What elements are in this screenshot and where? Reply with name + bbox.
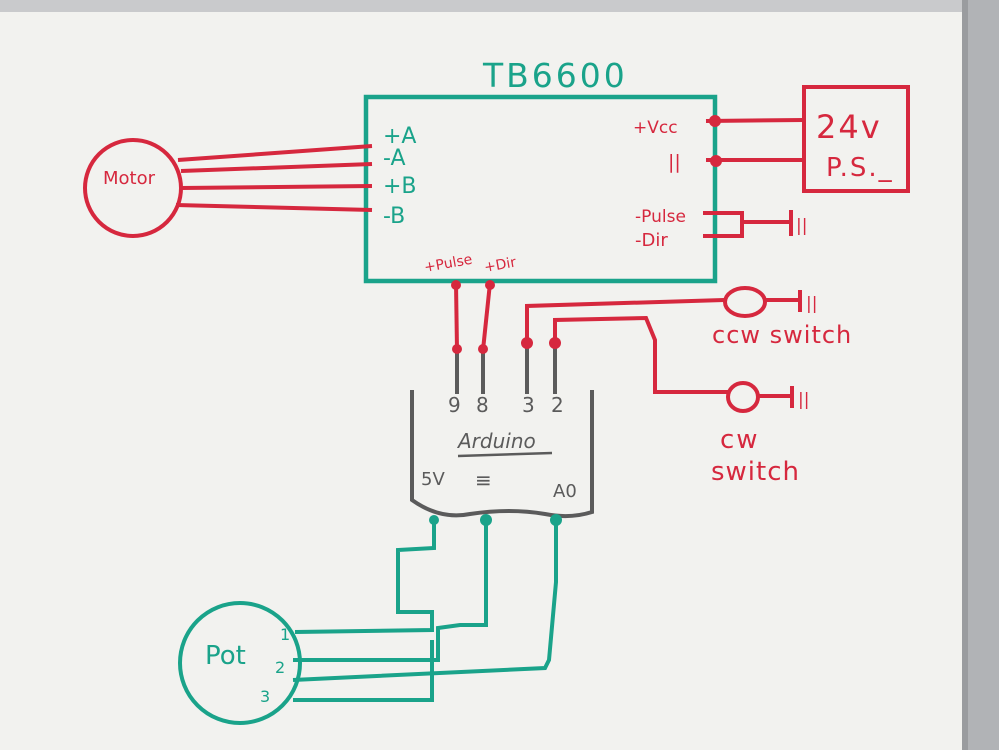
pot-pin-3: 3 xyxy=(260,687,270,706)
arduino-pin-2: 2 xyxy=(551,393,564,417)
a0-node xyxy=(550,514,562,526)
ccw-switch-circle xyxy=(723,286,767,318)
pot-wires xyxy=(292,520,558,702)
arduino-pin-3: 3 xyxy=(522,393,535,417)
dir-bottom-node xyxy=(478,344,488,354)
cw-switch-label-line1: cw xyxy=(720,425,760,455)
cw-switch-circle xyxy=(726,381,760,413)
board-frame-top xyxy=(0,0,962,12)
pin-plus-a: +A xyxy=(383,124,416,149)
pulse-bottom-node xyxy=(452,344,462,354)
signal-ground-wires xyxy=(703,210,793,238)
motor-wires xyxy=(175,144,373,212)
arduino-a0-label: A0 xyxy=(553,481,577,502)
pin-minus-pulse: -Pulse xyxy=(635,207,686,227)
board-frame-right xyxy=(962,0,999,750)
arduino-label: Arduino xyxy=(456,429,536,453)
pot-pin-2: 2 xyxy=(275,658,285,677)
pin-plus-b: +B xyxy=(383,174,417,199)
power-supply-box xyxy=(802,85,910,193)
ccw-ground-symbol: || xyxy=(806,294,817,314)
driver-title: TB6600 xyxy=(482,56,628,95)
switch-wires xyxy=(525,290,802,408)
ps-label-voltage: 24v xyxy=(816,108,882,146)
arduino-ground-mark: ≡ xyxy=(475,468,492,492)
pin2-node xyxy=(549,337,561,349)
5v-node xyxy=(429,515,439,525)
pin-plus-vcc: +Vcc xyxy=(633,118,678,138)
arduino-box xyxy=(410,390,594,519)
pin-minus-a: -A xyxy=(383,146,406,171)
arduino-pin-stubs xyxy=(455,343,557,394)
pin-ground: || xyxy=(668,151,681,173)
arduino-pin-9: 9 xyxy=(448,393,461,417)
pot-label: Pot xyxy=(205,641,246,671)
dir-top-node xyxy=(485,280,495,290)
pin-minus-dir: -Dir xyxy=(635,230,668,251)
cw-switch-label-line2: switch xyxy=(711,457,800,487)
arduino-pin-8: 8 xyxy=(476,393,489,417)
pulse-dir-wires xyxy=(454,282,492,351)
power-wires xyxy=(705,118,805,162)
pot-circle xyxy=(178,601,302,725)
ps-label-name: P.S._ xyxy=(826,153,894,183)
tb6600-box xyxy=(363,94,718,284)
pulse-top-node xyxy=(451,280,461,290)
pin-plus-dir: +Dir xyxy=(483,255,518,276)
cw-ground-symbol: || xyxy=(798,390,809,410)
vcc-node xyxy=(709,115,721,127)
ground-node xyxy=(710,155,722,167)
ccw-switch-label: ccw switch xyxy=(712,321,852,349)
arduino-label-underline xyxy=(457,451,553,458)
arduino-5v-label: 5V xyxy=(421,469,445,490)
pin3-node xyxy=(521,337,533,349)
signal-ground-symbol: || xyxy=(796,216,807,236)
pot-pin-1: 1 xyxy=(280,625,290,644)
gnd-node xyxy=(480,514,492,526)
pin-minus-b: -B xyxy=(383,204,405,229)
motor-label: Motor xyxy=(103,168,156,189)
board-frame-right-edge xyxy=(962,0,968,750)
